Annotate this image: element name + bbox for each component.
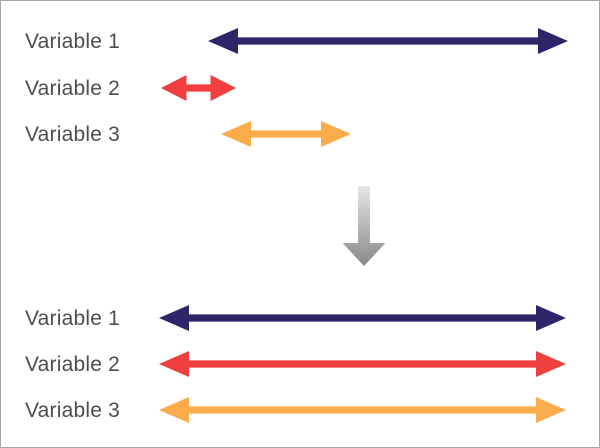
transform-down-arrow-icon (342, 186, 386, 266)
variable-3-arrow-before (221, 121, 351, 147)
row-variable-2-before: Variable 2 (25, 75, 236, 101)
section-after: Variable 1 Variable 2 Variable 3 (25, 305, 566, 423)
variable-3-label-after: Variable 3 (25, 399, 120, 422)
row-variable-2-after: Variable 2 (25, 351, 566, 377)
variable-1-arrow-after (159, 305, 566, 331)
variable-1-label-before: Variable 1 (25, 30, 120, 53)
variable-2-label-before: Variable 2 (25, 77, 120, 100)
row-variable-3-before: Variable 3 (25, 121, 351, 147)
variable-3-arrow-after (159, 397, 566, 423)
variable-1-label-after: Variable 1 (25, 307, 120, 330)
section-before: Variable 1 Variable 2 Variable 3 (25, 28, 568, 147)
variable-2-arrow-after (159, 351, 566, 377)
variable-2-arrow-before (161, 75, 236, 101)
variable-1-arrow-before (208, 28, 568, 54)
variable-2-label-after: Variable 2 (25, 353, 120, 376)
row-variable-1-after: Variable 1 (25, 305, 566, 331)
variable-3-label-before: Variable 3 (25, 123, 120, 146)
row-variable-1-before: Variable 1 (25, 28, 568, 54)
row-variable-3-after: Variable 3 (25, 397, 566, 423)
